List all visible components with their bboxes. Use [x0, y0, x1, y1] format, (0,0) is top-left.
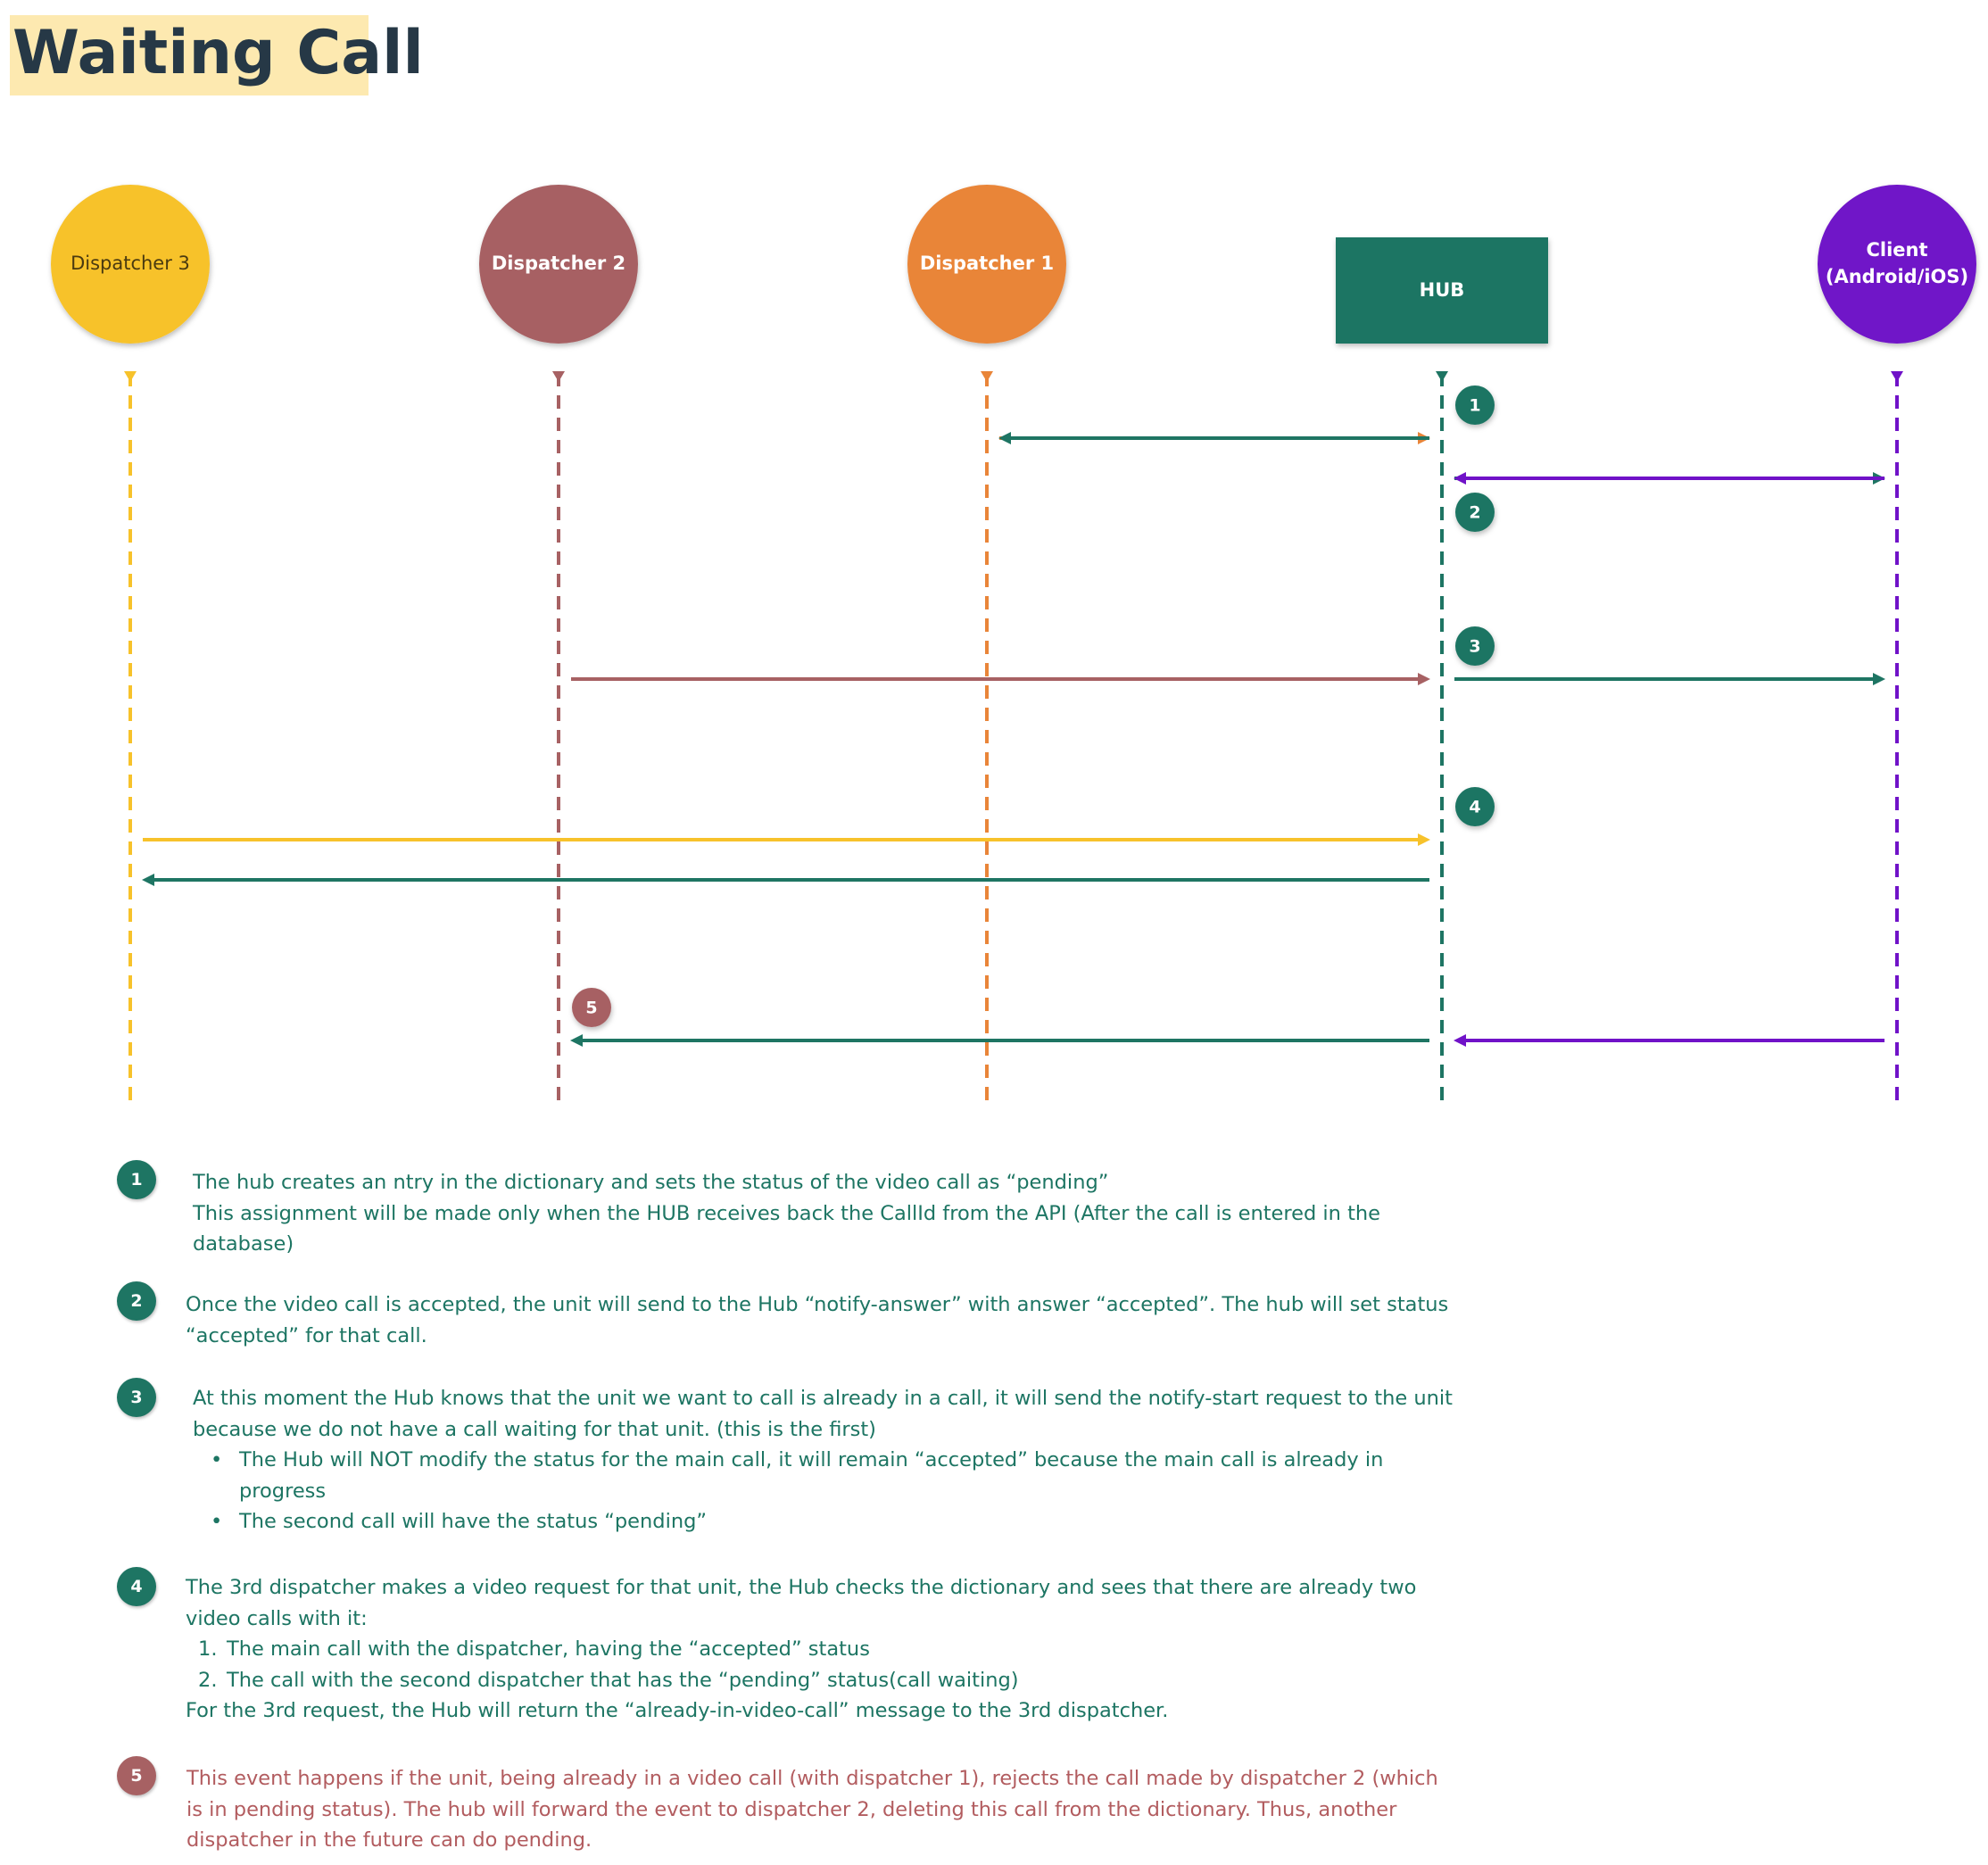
- arrowhead-icon: [998, 432, 1011, 444]
- step-badge-label: 3: [1469, 637, 1480, 657]
- hub-box: [1336, 237, 1548, 344]
- client-lifeline-marker: [1891, 371, 1903, 382]
- note-badge-2: 2: [117, 1281, 156, 1321]
- note-4-item: 1. The main call with the dispatcher, hav…: [186, 1634, 1453, 1665]
- note-badge-4: 4: [117, 1567, 156, 1606]
- note-4-item-text: The main call with the dispatcher, havin…: [227, 1637, 870, 1661]
- note-4-item-number: 1.: [198, 1637, 218, 1661]
- arrowhead-icon: [1873, 673, 1885, 685]
- client-circle: [1818, 185, 1976, 344]
- arrowhead-icon: [1418, 673, 1430, 685]
- step-badge-4: [1455, 787, 1495, 826]
- note-4-item-number: 2.: [198, 1668, 218, 1692]
- arrowhead-icon: [1418, 833, 1430, 846]
- note-1-line-1: The hub creates an ntry in the dictionar…: [193, 1171, 1109, 1194]
- hub-lifeline-marker: [1436, 371, 1448, 382]
- step-badge-2: [1455, 493, 1495, 532]
- note-4-item: 2. The call with the second dispatcher th…: [186, 1665, 1453, 1696]
- note-3-text: At this moment the Hub knows that the un…: [193, 1387, 1453, 1441]
- note-4-footer: For the 3rd request, the Hub will return…: [186, 1699, 1169, 1722]
- dispatcher1-label: Dispatcher 1: [920, 253, 1054, 274]
- dispatcher3-lifeline-marker: [124, 371, 137, 382]
- step-badge-label: 4: [1469, 798, 1480, 817]
- note-1-line-2: This assignment will be made only when t…: [193, 1201, 1381, 1256]
- note-3-bullets: The Hub will NOT modify the status for t…: [193, 1445, 1460, 1538]
- note-4-numbered-list: 1. The main call with the dispatcher, hav…: [186, 1634, 1453, 1695]
- note-4-text: The 3rd dispatcher makes a video request…: [186, 1576, 1417, 1630]
- note-3-bullet: The Hub will NOT modify the status for t…: [193, 1445, 1460, 1506]
- dispatcher2-label: Dispatcher 2: [492, 253, 625, 274]
- client-label: Client(Android/iOS): [1826, 239, 1968, 287]
- sequence-diagram: Dispatcher 3 Dispatcher 2 Dispatcher 1 HUB C…: [51, 185, 1976, 1103]
- step-badge-1: [1455, 385, 1495, 425]
- hub-label: HUB: [1420, 279, 1465, 301]
- note-badge-3: 3: [117, 1378, 156, 1417]
- note-5-text: This event happens if the unit, being al…: [186, 1767, 1438, 1852]
- note-3-bullet: The second call will have the status “pe…: [193, 1506, 1460, 1538]
- dispatcher2-circle: [479, 185, 638, 344]
- note-badge-1: 1: [117, 1160, 156, 1199]
- arrowhead-icon: [142, 874, 154, 886]
- step-badge-label: 1: [1469, 396, 1480, 416]
- step-badge-label: 2: [1469, 503, 1480, 523]
- note-4-item-text: The call with the second dispatcher that…: [227, 1668, 1019, 1692]
- step-badge-3: [1455, 626, 1495, 666]
- page-title: Waiting Call: [10, 15, 424, 95]
- dispatcher1-lifeline-marker: [981, 371, 993, 382]
- note-2-text: Once the video call is accepted, the uni…: [186, 1293, 1449, 1347]
- note-badge-5: 5: [117, 1756, 156, 1795]
- dispatcher3-label: Dispatcher 3: [70, 253, 190, 274]
- step-badge-label: 5: [585, 999, 597, 1018]
- step-badge-5: [572, 988, 611, 1027]
- arrowhead-icon: [570, 1034, 583, 1047]
- arrowhead-icon: [1454, 1034, 1466, 1047]
- dispatcher2-lifeline-marker: [552, 371, 565, 382]
- dispatcher3-circle: [51, 185, 210, 344]
- dispatcher1-circle: [907, 185, 1066, 344]
- arrowhead-icon: [1454, 472, 1466, 485]
